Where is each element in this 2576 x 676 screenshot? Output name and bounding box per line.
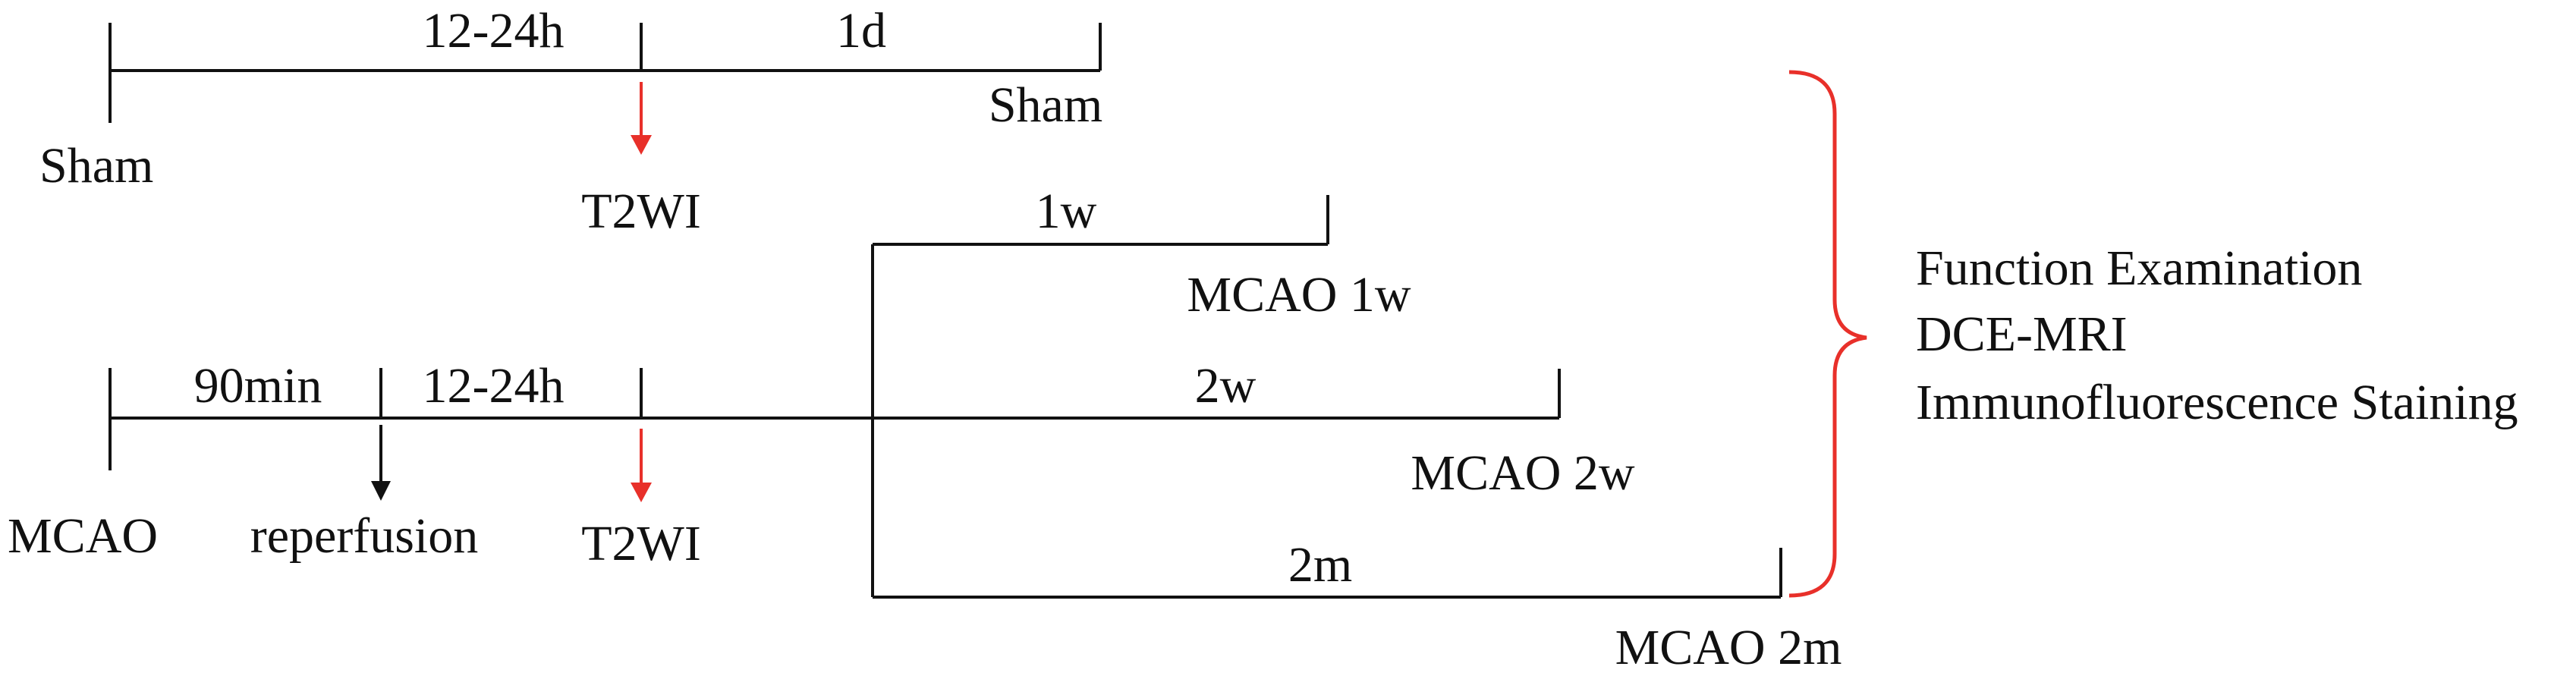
branch-2w-duration: 2w: [1195, 358, 1257, 413]
branch-1w-duration: 1w: [1036, 184, 1097, 239]
sham-end-label: Sham: [989, 77, 1102, 133]
sham-interval-2-label: 1d: [836, 3, 886, 58]
mcao-interval-1-label: 90min: [194, 358, 322, 413]
mcao-interval-2-label: 12-24h: [423, 358, 565, 413]
branch-2m-end-label: MCAO 2m: [1615, 620, 1842, 675]
sham-interval-1-label: 12-24h: [423, 3, 565, 58]
sham-timeline: 12-24h 1d Sham T2WI Sham: [39, 3, 1102, 239]
mcao-t2wi-arrow: [631, 429, 652, 502]
branch-2m-duration: 2m: [1288, 537, 1352, 593]
analysis-curly-brace: [1788, 70, 1867, 598]
sham-start-label: Sham: [39, 138, 153, 193]
sham-t2wi-arrow: [631, 82, 652, 155]
mcao-start-label: MCAO: [8, 508, 158, 564]
reperfusion-label: reperfusion: [250, 508, 479, 564]
mcao-t2wi-label: T2WI: [581, 516, 701, 571]
analysis-item-dce-mri: DCE-MRI: [1916, 307, 2128, 362]
analyses-list: Function Examination DCE-MRI Immunofluor…: [1916, 241, 2518, 430]
analysis-item-function-examination: Function Examination: [1916, 241, 2362, 296]
sham-t2wi-label: T2WI: [581, 184, 701, 239]
reperfusion-arrow: [371, 425, 391, 501]
branch-2w-end-label: MCAO 2w: [1411, 445, 1635, 501]
branch-1w-end-label: MCAO 1w: [1187, 267, 1411, 322]
analysis-item-immunofluorescence-staining: Immunofluorescence Staining: [1916, 375, 2518, 430]
mcao-timeline: 90min 12-24h MCAO reperfusion T2WI 1w MC…: [8, 184, 1842, 675]
